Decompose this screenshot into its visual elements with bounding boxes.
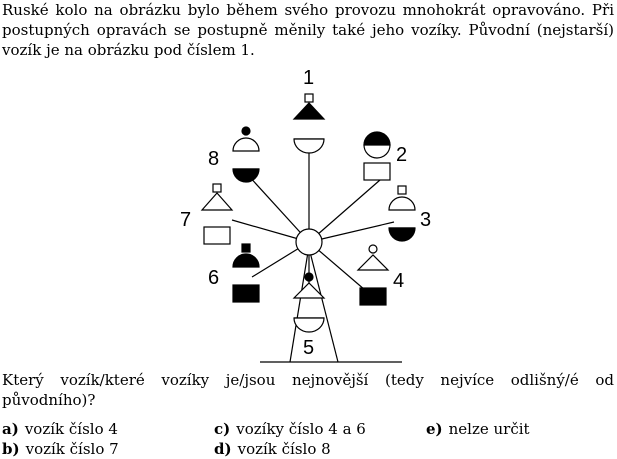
answer-option-b[interactable]: b) vozík číslo 7 bbox=[2, 439, 119, 459]
answer-text: vozík číslo 7 bbox=[25, 440, 119, 458]
answer-text: vozík číslo 4 bbox=[24, 420, 118, 438]
cabin-label-8: 8 bbox=[208, 148, 219, 170]
cabin-6 bbox=[232, 243, 260, 303]
question-text: Který vozík/které vozíky je/jsou nejnově… bbox=[2, 371, 614, 409]
answer-text: vozíky číslo 4 a 6 bbox=[236, 420, 366, 438]
cabin-3 bbox=[388, 185, 416, 242]
cabin-label-5: 5 bbox=[303, 337, 314, 359]
cabin-2 bbox=[363, 131, 391, 181]
answer-option-e[interactable]: e) nelze určit bbox=[426, 419, 530, 439]
wheel-hub bbox=[295, 228, 323, 256]
cabin-label-6: 6 bbox=[208, 267, 219, 289]
cabin-7 bbox=[200, 183, 234, 245]
cabin-4 bbox=[356, 244, 390, 306]
answer-options: a) vozík číslo 4 b) vozík číslo 7 c) vozíky… bbox=[2, 419, 614, 459]
cabin-label-4: 4 bbox=[393, 270, 404, 292]
answer-option-a[interactable]: a) vozík číslo 4 bbox=[2, 419, 118, 439]
answer-letter: d) bbox=[214, 440, 232, 458]
cabin-label-7: 7 bbox=[180, 209, 191, 231]
spoke-2 bbox=[308, 179, 381, 243]
answer-letter: a) bbox=[2, 420, 19, 438]
answer-option-c[interactable]: c) vozíky číslo 4 a 6 bbox=[214, 419, 366, 439]
ferris-wheel-figure: 1 2 3 4 5 6 7 8 bbox=[170, 62, 450, 370]
answer-letter: e) bbox=[426, 420, 443, 438]
cabin-label-3: 3 bbox=[420, 209, 431, 231]
intro-paragraph: Ruské kolo na obrázku bylo během svého p… bbox=[2, 1, 614, 59]
cabin-label-1: 1 bbox=[303, 67, 314, 89]
answer-option-d[interactable]: d) vozík číslo 8 bbox=[214, 439, 331, 459]
cabin-8 bbox=[232, 126, 260, 183]
answer-text: nelze určit bbox=[448, 420, 530, 438]
stand-right-leg bbox=[309, 251, 339, 363]
cabin-5 bbox=[292, 272, 326, 333]
cabin-label-2: 2 bbox=[396, 144, 407, 166]
cabin-1 bbox=[292, 93, 326, 154]
spoke-3 bbox=[308, 221, 395, 243]
stand-left-leg bbox=[289, 251, 309, 363]
ferris-wheel-diagram: 1 2 3 4 5 6 7 8 bbox=[180, 67, 431, 363]
spoke-8 bbox=[246, 173, 310, 243]
answer-letter: c) bbox=[214, 420, 231, 438]
answer-letter: b) bbox=[2, 440, 20, 458]
answer-text: vozík číslo 8 bbox=[237, 440, 331, 458]
